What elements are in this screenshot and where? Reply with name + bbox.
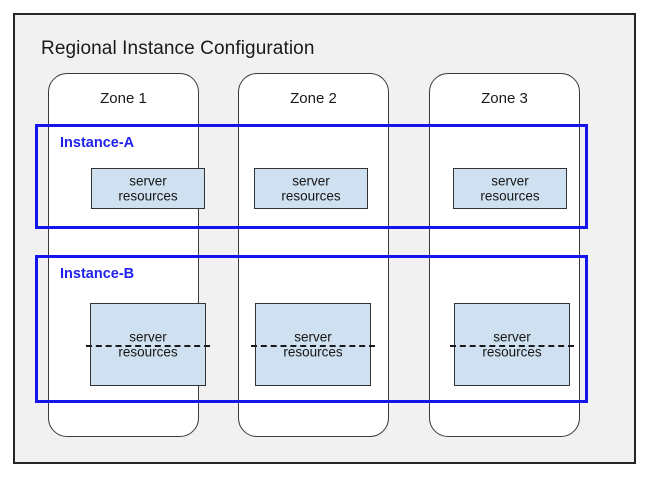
resource-label-line2: resources — [283, 344, 343, 360]
resource-label-line1: server — [292, 173, 330, 188]
resource-label-line2: resources — [482, 344, 542, 360]
instance-label-a: Instance-A — [60, 135, 135, 151]
page-title: Regional Instance Configuration — [41, 38, 315, 59]
resource-label-line2: resources — [480, 188, 540, 204]
resource-label-line1: server — [294, 329, 332, 344]
resource-label-line1: server — [129, 173, 167, 188]
resource-label-line1: server — [493, 329, 531, 344]
dashed-divider-icon — [86, 344, 210, 347]
resource-label-line2: resources — [118, 344, 178, 360]
resource-label-line2: resources — [281, 188, 341, 204]
zone-label: Zone 3 — [481, 90, 528, 107]
dashed-divider-icon — [450, 344, 574, 347]
instance-label-b: Instance-B — [60, 266, 135, 282]
dashed-divider-icon — [251, 344, 375, 347]
zone-label: Zone 1 — [100, 90, 147, 107]
resource-label-line2: resources — [118, 188, 178, 204]
resource-label-line1: server — [129, 329, 167, 344]
resource-label-line1: server — [491, 173, 529, 188]
zone-label: Zone 2 — [290, 90, 337, 107]
